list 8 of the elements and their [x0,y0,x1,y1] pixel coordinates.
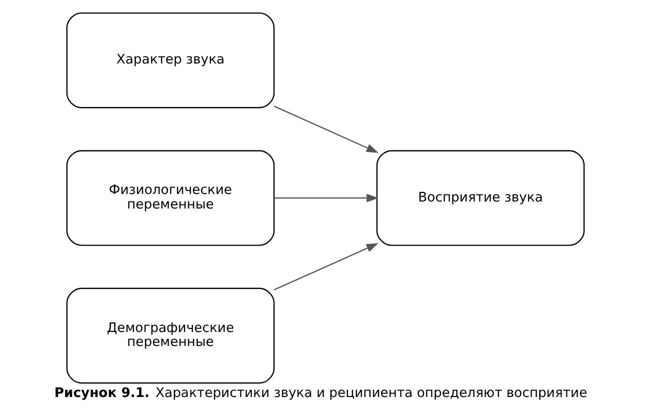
arrow [273,106,378,153]
node-box: Демографические переменные [66,288,274,384]
arrow [274,194,378,202]
arrow [273,243,378,290]
caption: Рисунок 9.1. Характеристики звука и реципиента определяют восприятие [54,386,587,402]
node-box: Физиологические переменные [66,150,274,246]
node-box: Восприятие звука [376,150,584,246]
node-box: Характер звука [66,12,274,108]
